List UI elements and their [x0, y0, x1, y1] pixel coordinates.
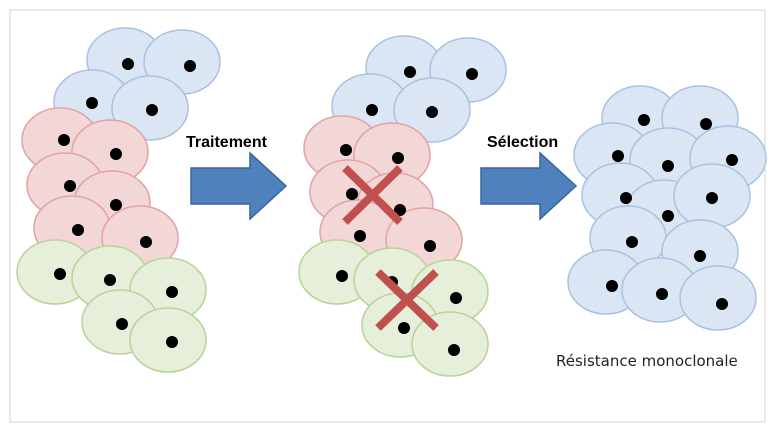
nucleus-dot	[64, 180, 76, 192]
nucleus-dot	[104, 274, 116, 286]
cross-stroke	[342, 165, 403, 225]
nucleus-dot	[140, 236, 152, 248]
nuclei	[606, 114, 738, 310]
nucleus-dot	[184, 60, 196, 72]
nucleus-dot	[166, 336, 178, 348]
nucleus-dot	[626, 236, 638, 248]
nucleus-dot	[166, 286, 178, 298]
nucleus-dot	[110, 148, 122, 160]
green-subclone	[16, 239, 207, 373]
resistant-population	[567, 85, 767, 331]
nucleus-dot	[466, 68, 478, 80]
result-label: Résistance monoclonale	[556, 352, 738, 370]
selection-label: Sélection	[487, 134, 558, 151]
nucleus-dot	[110, 199, 122, 211]
initial-population	[16, 27, 221, 373]
nucleus-dot	[346, 188, 358, 200]
blue-cell	[679, 265, 757, 331]
nucleus-dot	[620, 192, 632, 204]
nucleus-dot	[116, 318, 128, 330]
nucleus-dot	[612, 150, 624, 162]
green-cell	[411, 311, 489, 377]
treated-population	[298, 35, 507, 377]
treatment-label: Traitement	[186, 134, 268, 151]
selection-arrow	[480, 151, 578, 221]
nucleus-dot	[448, 344, 460, 356]
nucleus-dot	[394, 204, 406, 216]
frame-border	[9, 9, 766, 423]
nuclei	[336, 66, 478, 356]
nucleus-dot	[392, 152, 404, 164]
nucleus-dot	[656, 288, 668, 300]
nucleus-dot	[122, 58, 134, 70]
nucleus-dot	[366, 104, 378, 116]
nucleus-dot	[606, 280, 618, 292]
nucleus-dot	[72, 224, 84, 236]
nucleus-dot	[336, 270, 348, 282]
nucleus-dot	[450, 292, 462, 304]
nucleus-dot	[340, 144, 352, 156]
treatment-arrow	[190, 151, 288, 221]
nucleus-dot	[726, 154, 738, 166]
nucleus-dot	[424, 240, 436, 252]
nucleus-dot	[354, 230, 366, 242]
eliminated-green-cross-icon	[375, 269, 439, 331]
nucleus-dot	[426, 106, 438, 118]
nucleus-dot	[662, 160, 674, 172]
nucleus-dot	[662, 210, 674, 222]
nucleus-dot	[54, 268, 66, 280]
nucleus-dot	[716, 298, 728, 310]
nuclei	[54, 58, 196, 348]
nucleus-dot	[700, 118, 712, 130]
nucleus-dot	[404, 66, 416, 78]
nucleus-dot	[146, 104, 158, 116]
eliminated-red-cross-icon	[342, 165, 403, 225]
nucleus-dot	[694, 250, 706, 262]
nucleus-dot	[706, 192, 718, 204]
cross-stroke	[375, 269, 439, 331]
nucleus-dot	[398, 322, 410, 334]
nucleus-dot	[638, 114, 650, 126]
nucleus-dot	[58, 134, 70, 146]
nucleus-dot	[86, 97, 98, 109]
